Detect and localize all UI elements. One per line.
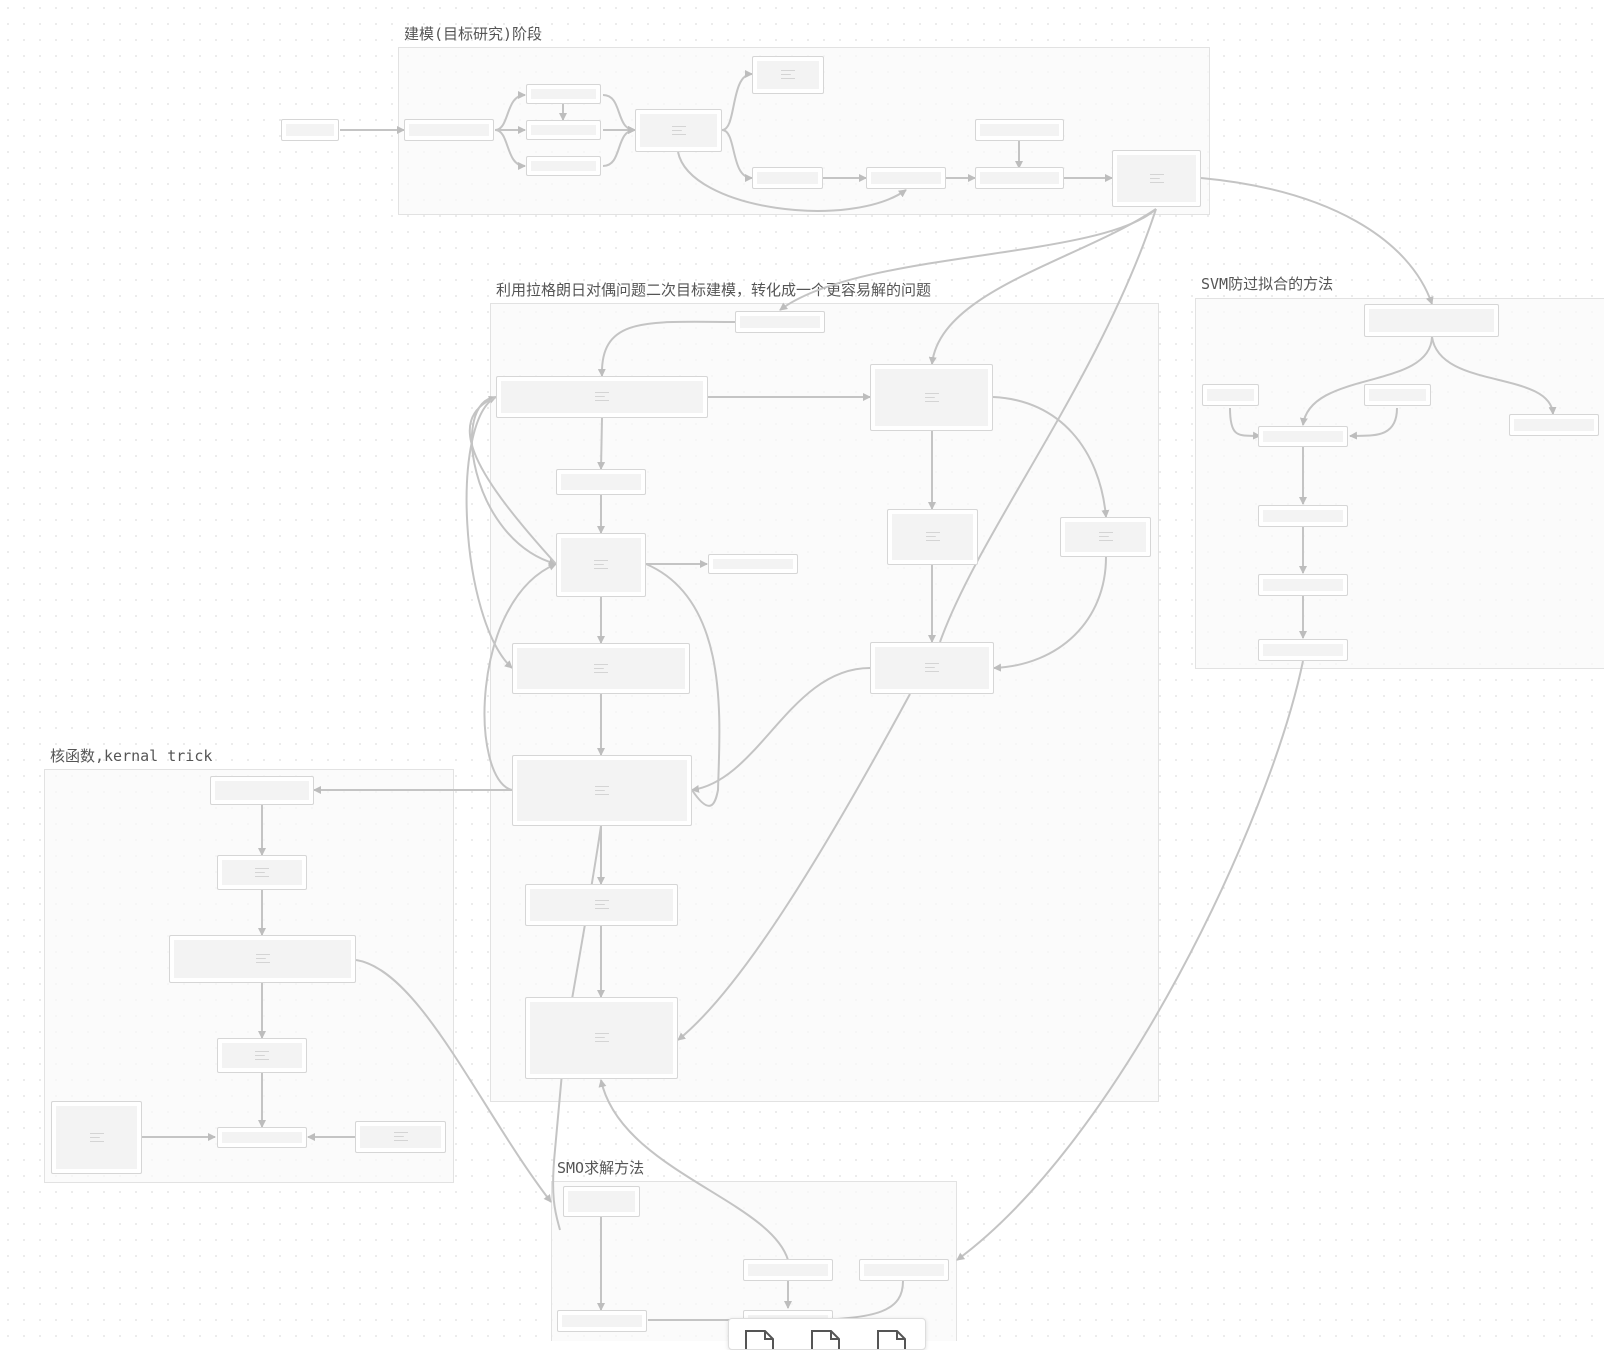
diagram-node[interactable] (217, 1127, 307, 1148)
document-icon (594, 1033, 609, 1043)
diagram-node[interactable] (975, 119, 1064, 141)
file-icon[interactable] (809, 1328, 843, 1350)
diagram-node[interactable] (1258, 426, 1348, 447)
diagram-node[interactable] (743, 1259, 833, 1281)
diagram-node[interactable] (859, 1259, 949, 1281)
document-icon (594, 663, 608, 674)
diagram-node[interactable] (1364, 384, 1431, 406)
diagram-node[interactable] (217, 1038, 307, 1073)
document-icon (924, 392, 939, 403)
diagram-node[interactable] (975, 167, 1064, 189)
diagram-node[interactable] (556, 533, 646, 597)
group-title-overfit: SVM防过拟合的方法 (1201, 275, 1334, 293)
document-icon (595, 392, 609, 402)
diagram-node[interactable] (735, 311, 825, 333)
document-icon (1149, 173, 1164, 184)
diagram-node[interactable] (526, 120, 601, 140)
diagram-node[interactable] (752, 167, 823, 189)
document-icon (925, 532, 940, 542)
group-title-lagrange: 利用拉格朗日对偶问题二次目标建模，转化成一个更容易解的问题 (496, 281, 932, 299)
document-icon (671, 125, 686, 136)
document-icon (595, 785, 609, 796)
document-icon (255, 1050, 269, 1061)
diagram-node[interactable] (752, 56, 824, 94)
diagram-node[interactable] (496, 376, 708, 418)
diagram-node[interactable] (512, 643, 690, 694)
diagram-node[interactable] (887, 509, 978, 565)
diagram-node[interactable] (217, 855, 307, 890)
group-title-smo: SMO求解方法 (557, 1159, 645, 1177)
group-overfit (1195, 298, 1604, 669)
diagram-node[interactable] (355, 1121, 446, 1153)
diagram-node[interactable] (1112, 150, 1201, 207)
diagram-node[interactable] (557, 1310, 647, 1332)
diagram-node[interactable] (1258, 639, 1348, 661)
diagram-node[interactable] (512, 755, 692, 826)
file-icon[interactable] (743, 1328, 777, 1350)
diagram-node[interactable] (526, 84, 601, 104)
file-icon[interactable] (875, 1328, 909, 1350)
diagram-node[interactable] (635, 109, 722, 152)
diagram-node[interactable] (281, 119, 339, 141)
diagram-node[interactable] (866, 167, 946, 189)
document-icon (255, 867, 269, 878)
document-icon (1098, 532, 1113, 542)
document-icon (925, 663, 939, 673)
diagram-node[interactable] (525, 997, 678, 1079)
document-icon (781, 70, 795, 80)
diagram-node[interactable] (1060, 517, 1151, 557)
diagram-node[interactable] (870, 364, 993, 431)
diagram-node[interactable] (51, 1101, 142, 1174)
diagram-node[interactable] (1364, 304, 1499, 337)
document-icon (594, 560, 608, 570)
diagram-node[interactable] (404, 119, 494, 141)
group-title-kernel: 核函数,kernal trick (50, 747, 213, 765)
diagram-node[interactable] (526, 156, 601, 176)
diagram-node[interactable] (525, 884, 678, 926)
diagram-node[interactable] (1258, 574, 1348, 596)
diagram-node[interactable] (870, 642, 994, 694)
document-icon (393, 1132, 408, 1142)
group-title-modeling: 建模(目标研究)阶段 (404, 25, 543, 43)
diagram-node[interactable] (169, 935, 356, 983)
diagram-node[interactable] (210, 776, 314, 805)
bottom-toolbar (728, 1318, 926, 1350)
document-icon (255, 954, 270, 964)
diagram-node[interactable] (1509, 414, 1599, 436)
group-lagrange (490, 303, 1159, 1102)
document-icon (89, 1132, 104, 1143)
diagram-node[interactable] (708, 554, 798, 574)
diagram-node[interactable] (563, 1186, 640, 1217)
diagram-node[interactable] (1258, 505, 1348, 527)
diagram-node[interactable] (1202, 384, 1259, 406)
diagram-node[interactable] (556, 469, 646, 495)
document-icon (594, 900, 609, 910)
